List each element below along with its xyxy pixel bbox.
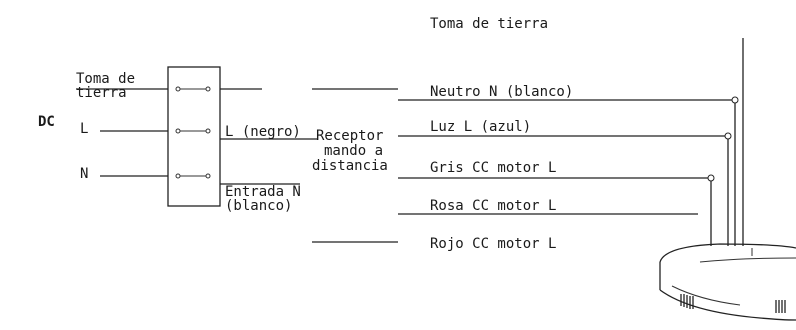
- receptor-label-line2: mando a: [324, 143, 383, 159]
- receptor-label-line3: distancia: [312, 158, 388, 174]
- rojo-label: Rojo CC motor L: [430, 236, 556, 252]
- toma-tierra-top-label: Toma de tierra: [430, 16, 548, 32]
- luz-label: Luz L (azul): [430, 119, 531, 135]
- switch-contact-bottom: [175, 173, 211, 179]
- switch-contact-middle: [175, 128, 211, 134]
- motor-vent-left: [680, 294, 694, 309]
- neutro-label: Neutro N (blanco): [430, 84, 573, 100]
- gris-label: Gris CC motor L: [430, 160, 556, 176]
- rosa-label: Rosa CC motor L: [430, 198, 556, 214]
- switch-box: [167, 66, 221, 207]
- entrada-label-line2: (blanco): [225, 198, 292, 214]
- motor-housing: [659, 243, 796, 321]
- receptor-label-line1: Receptor: [316, 128, 383, 144]
- dc-label: DC: [38, 114, 55, 130]
- toma-tierra-left-label-line1: Toma de: [76, 71, 135, 87]
- neutro-junction: [731, 96, 739, 104]
- entrada-label-line1: Entrada N: [225, 184, 301, 200]
- n-input-label: N: [80, 166, 88, 182]
- l-negro-label: L (negro): [225, 124, 301, 140]
- luz-junction: [724, 132, 732, 140]
- l-input-label: L: [80, 121, 88, 137]
- switch-contact-top: [175, 86, 211, 92]
- gris-junction: [707, 174, 715, 182]
- toma-tierra-left-label-line2: tierra: [76, 85, 127, 101]
- motor-vent-right: [775, 300, 786, 313]
